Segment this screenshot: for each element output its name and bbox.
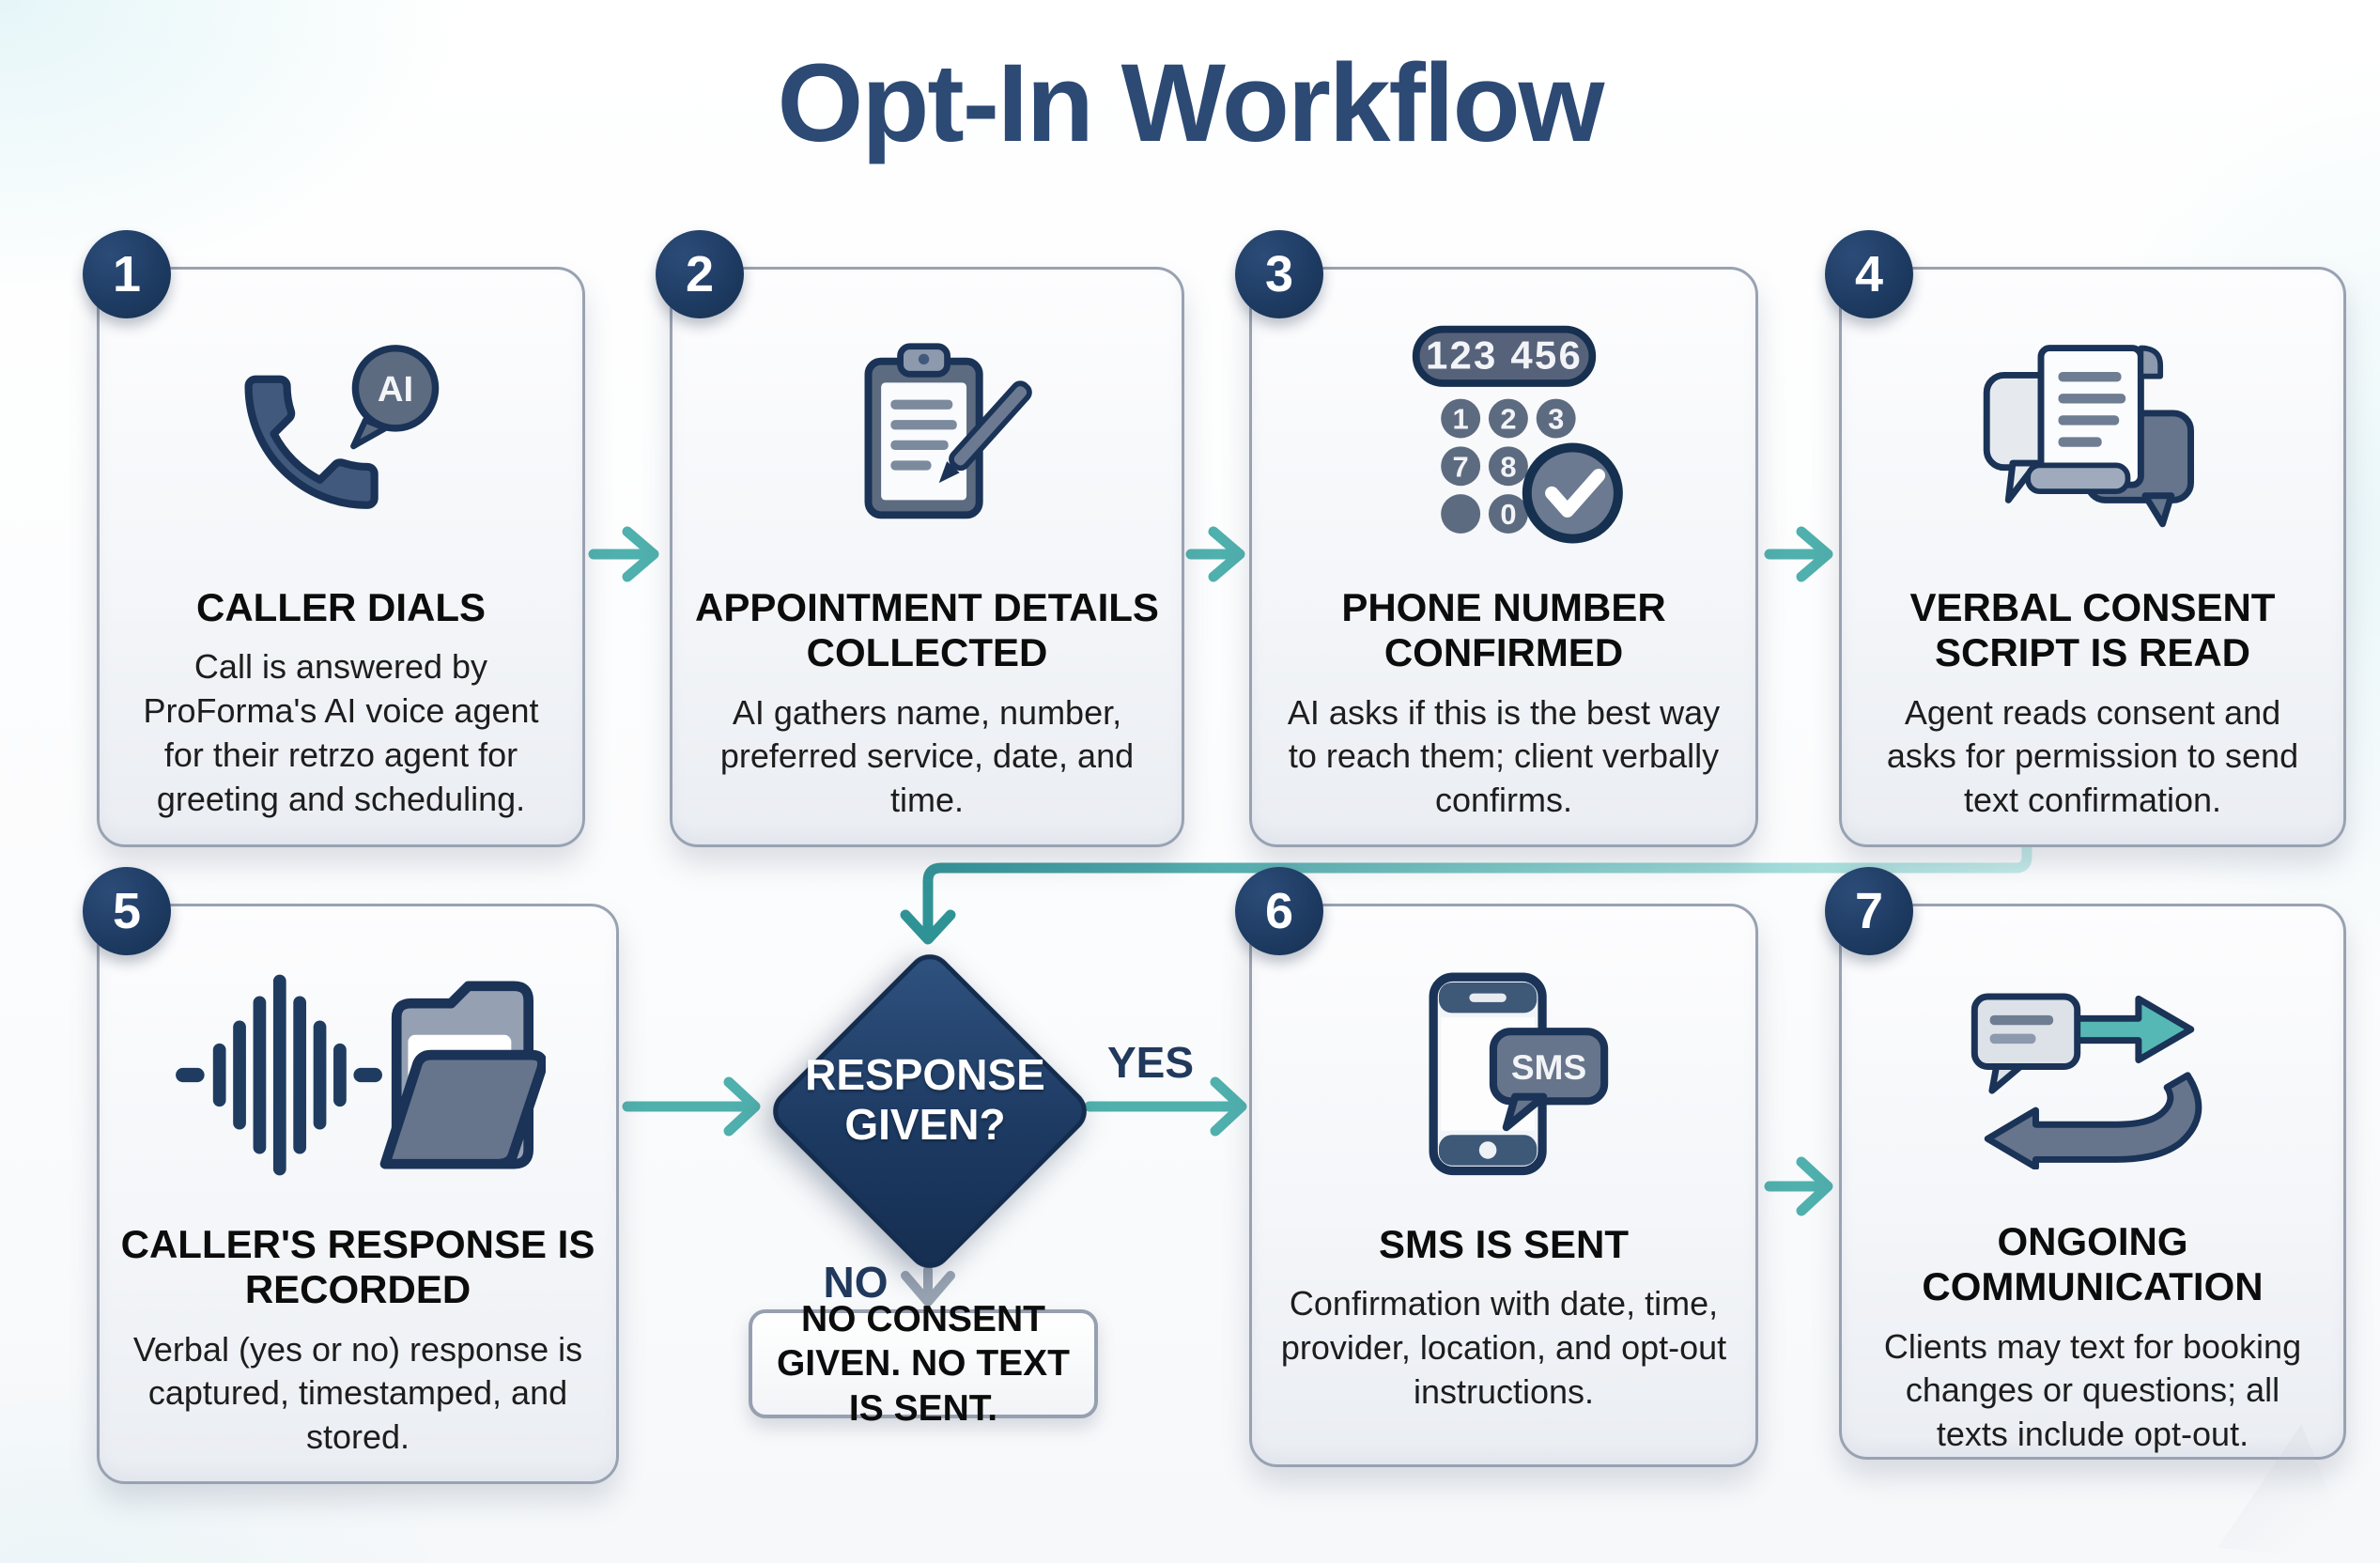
step-number-badge: 6	[1235, 867, 1323, 955]
svg-text:123 456: 123 456	[1426, 333, 1583, 377]
no-consent-outcome-text: NO CONSENT GIVEN. NO TEXT IS SENT.	[776, 1298, 1071, 1429]
step-card-5: 5 CALLER'S RESPONSE IS RECOR	[83, 867, 619, 1484]
yes-label: YES	[1106, 1038, 1195, 1087]
svg-text:7: 7	[1452, 450, 1468, 483]
arrow-step5-decision	[622, 1076, 761, 1137]
step-title: APPOINTMENT DETAILS COLLECTED	[695, 585, 1159, 675]
keypad-check-icon: 123 456 1 2 3 7 8 0	[1380, 292, 1629, 583]
step-description: AI asks if this is the best way to reach…	[1287, 692, 1721, 820]
svg-text:8: 8	[1500, 450, 1516, 483]
step-card-3: 3 123 456 1 2 3 7	[1235, 230, 1758, 847]
svg-text:2: 2	[1500, 402, 1516, 435]
step-card-6: 6 SMS SMS IS SENT Confirmation with date…	[1235, 867, 1758, 1467]
step-title: CALLER'S RESPONSE IS RECORDED	[120, 1222, 595, 1312]
arrow-step2-step3	[1185, 526, 1245, 582]
step-description: AI gathers name, number, preferred servi…	[719, 692, 1135, 820]
phone-ai-icon: AI	[224, 292, 458, 583]
step-title: VERBAL CONSENT SCRIPT IS READ	[1909, 585, 2276, 675]
connector-step4-decision-arrowhead	[900, 909, 956, 945]
step-title: ONGOING COMMUNICATION	[1922, 1219, 2264, 1309]
decision-question: RESPONSE GIVEN?	[805, 1050, 1045, 1149]
step-card-1: 1 AI CALLER DIALS Call is answered by Pr…	[83, 230, 585, 847]
no-label: NO	[823, 1258, 889, 1307]
step-number-badge: 1	[83, 230, 171, 318]
step-title: CALLER DIALS	[196, 585, 486, 629]
svg-text:SMS: SMS	[1510, 1047, 1585, 1087]
page-title: Opt-In Workflow	[777, 41, 1605, 165]
arrow-step1-step2	[588, 526, 659, 582]
step-card-4: 4 VERBAL CONSENT SCRIPT IS READ Agent re…	[1825, 230, 2346, 847]
arrow-step6-step7	[1764, 1156, 1833, 1216]
phone-sms-icon: SMS	[1384, 929, 1624, 1220]
svg-text:3: 3	[1548, 402, 1564, 435]
step-card-7: 7 ONGOING COMMUNICATION Clients may text…	[1825, 867, 2346, 1460]
step-description: Confirmation with date, time, provider, …	[1280, 1284, 1727, 1411]
step-description: Agent reads consent and asks for permiss…	[1886, 692, 2299, 820]
arrow-decision-yes-step6	[1084, 1076, 1247, 1137]
consent-script-icon	[1973, 292, 2213, 583]
step-number-badge: 5	[83, 867, 171, 955]
step-title: PHONE NUMBER CONFIRMED	[1341, 585, 1666, 675]
svg-text:AI: AI	[378, 369, 413, 410]
no-consent-outcome-box: NO CONSENT GIVEN. NO TEXT IS SENT.	[749, 1299, 1098, 1429]
svg-text:1: 1	[1452, 402, 1468, 435]
step-title: SMS IS SENT	[1378, 1222, 1630, 1266]
clipboard-pen-icon	[810, 292, 1044, 583]
step-number-badge: 3	[1235, 230, 1323, 318]
arrow-step3-step4	[1764, 526, 1833, 582]
waveform-folder-icon	[170, 929, 546, 1220]
svg-text:0: 0	[1500, 498, 1516, 531]
step-number-badge: 2	[656, 230, 744, 318]
exchange-arrows-icon	[1966, 929, 2219, 1217]
step-card-2: 2 APPOINTMENT DETAILS COLLECTED	[656, 230, 1184, 847]
step-description: Clients may text for booking changes or …	[1883, 1326, 2302, 1454]
step-number-badge: 4	[1825, 230, 1913, 318]
step-description: Verbal (yes or no) response is captured,…	[132, 1329, 583, 1457]
step-description: Call is answered by ProForma's AI voice …	[143, 647, 539, 818]
step-number-badge: 7	[1825, 867, 1913, 955]
